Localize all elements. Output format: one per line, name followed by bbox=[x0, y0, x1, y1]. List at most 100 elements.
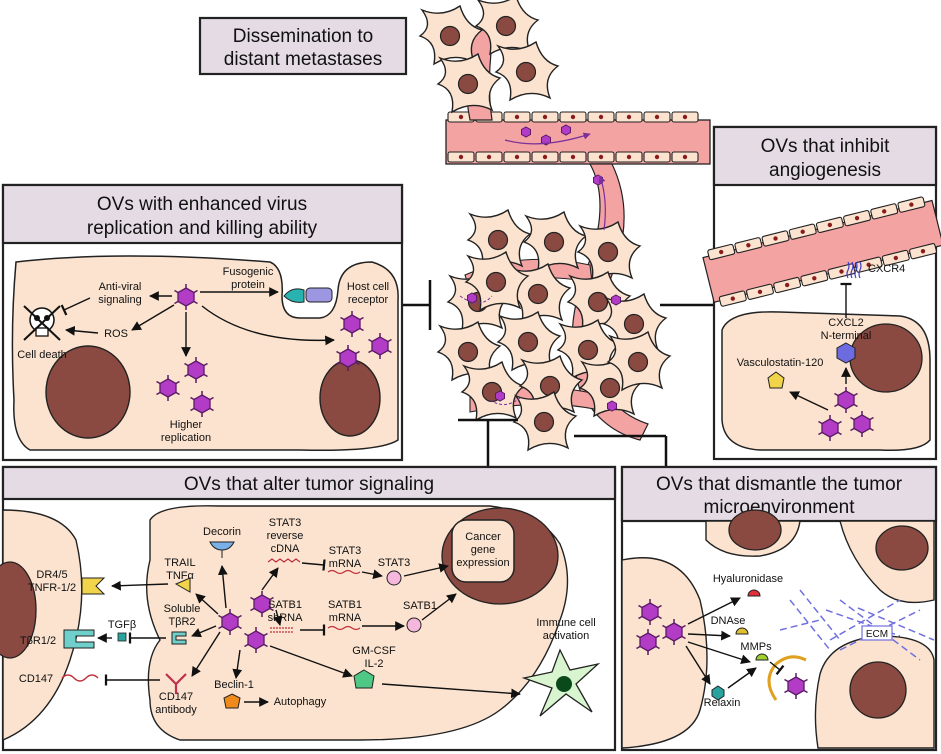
ecm-label: ECM bbox=[866, 629, 888, 640]
cxcl2-icon bbox=[836, 342, 856, 364]
nucleus bbox=[849, 661, 907, 719]
cd147-label: CD147 bbox=[19, 673, 53, 685]
stat3-cdna-label-3: cDNA bbox=[271, 543, 300, 555]
stat3-label: STAT3 bbox=[378, 557, 411, 569]
gmcsf-label-2: IL-2 bbox=[365, 658, 384, 670]
cd147-antibody-label-2: antibody bbox=[155, 704, 197, 716]
immune-label-1: Immune cell bbox=[536, 617, 595, 629]
nucleus bbox=[875, 525, 929, 571]
cancer-gene-label-1: Cancer bbox=[465, 531, 501, 543]
host-receptor-label-2: receptor bbox=[348, 294, 389, 306]
nucleus bbox=[319, 359, 381, 437]
mrna-icon bbox=[327, 625, 361, 631]
satb1-mrna-label-2: mRNA bbox=[329, 612, 362, 624]
decorin-label: Decorin bbox=[203, 526, 241, 538]
dr45-label-1: DR4/5 bbox=[36, 569, 67, 581]
replication-panel: OVs with enhanced virus replication and … bbox=[1, 183, 404, 462]
cancer-gene-label-2: gene bbox=[471, 544, 495, 556]
soluble-receptor-icon bbox=[171, 631, 187, 645]
higher-replication-label-2: replication bbox=[161, 432, 211, 444]
soluble-label-1: Soluble bbox=[164, 603, 201, 615]
vasculostatin-label: Vasculostatin-120 bbox=[737, 357, 824, 369]
cancer-gene-box bbox=[451, 519, 515, 583]
immune-nucleus bbox=[556, 676, 572, 692]
relaxin-label: Relaxin bbox=[704, 697, 741, 709]
stat3-protein-icon bbox=[386, 570, 402, 586]
replication-title-line-1: OVs with enhanced virus bbox=[97, 194, 307, 215]
death-receptor-icon bbox=[81, 577, 106, 595]
immune-label-2: activation bbox=[543, 630, 589, 642]
replication-title-line-2: replication and killing ability bbox=[87, 218, 318, 239]
dissemination-title-box: Dissemination to distant metastases bbox=[198, 16, 408, 76]
skull-icon bbox=[23, 305, 61, 341]
microenv-title-line-1: OVs that dismantle the tumor bbox=[656, 474, 903, 495]
antibody-icon bbox=[165, 673, 187, 694]
tgfb-label: TGFβ bbox=[108, 619, 136, 631]
microenvironment-panel: OVs that dismantle the tumor microenviro… bbox=[620, 465, 938, 752]
beclin-label: Beclin-1 bbox=[214, 679, 254, 691]
tbr12-label: TβR1/2 bbox=[20, 635, 56, 647]
mmps-label: MMPs bbox=[740, 641, 772, 653]
tgfb-icon bbox=[117, 632, 127, 642]
satb1-label: SATB1 bbox=[403, 600, 437, 612]
hyaluronidase-icon bbox=[747, 589, 761, 597]
trail-icon bbox=[174, 577, 191, 593]
autophagy-label: Autophagy bbox=[274, 696, 327, 708]
mmps-icon bbox=[755, 653, 769, 661]
angiogenesis-title-line-1: OVs that inhibit bbox=[761, 136, 891, 157]
shrna-icon bbox=[270, 627, 294, 633]
dr45-label-2: TNFR-1/2 bbox=[28, 582, 76, 594]
antiviral-label-1: Anti-viral bbox=[99, 281, 142, 293]
dissemination-title-line-1: Dissemination to bbox=[233, 26, 373, 47]
stat3-cdna-label-2: reverse bbox=[267, 530, 304, 542]
cytokine-icon bbox=[353, 669, 375, 689]
nucleus bbox=[728, 509, 782, 551]
relaxin-icon bbox=[711, 685, 725, 701]
satb1-protein-icon bbox=[406, 617, 422, 633]
microenv-title-line-2: microenvironment bbox=[704, 497, 856, 518]
antiviral-label-2: signaling bbox=[98, 294, 141, 306]
nucleus bbox=[45, 345, 131, 439]
cxcl2-label-2: N-terminal bbox=[821, 330, 872, 342]
cxcr4-receptor-icon bbox=[846, 261, 862, 279]
decorin-icon bbox=[209, 541, 235, 558]
soluble-label-2: TβR2 bbox=[168, 616, 195, 628]
fusogenic-label-2: protein bbox=[231, 279, 265, 291]
ecm-box bbox=[861, 625, 893, 641]
central-tumor-illustration bbox=[419, 0, 711, 451]
gmcsf-label-1: GM-CSF bbox=[352, 645, 396, 657]
satb1-mrna-label-1: SATB1 bbox=[328, 599, 362, 611]
ros-label: ROS bbox=[104, 328, 128, 340]
cancer-gene-label-3: expression bbox=[456, 557, 509, 569]
higher-replication-label-1: Higher bbox=[170, 419, 203, 431]
dissemination-title-line-2: distant metastases bbox=[224, 49, 382, 70]
satb1-shrna-label-2: shRNA bbox=[268, 612, 304, 624]
angiogenesis-title-line-2: angiogenesis bbox=[769, 160, 881, 181]
microenv-left-cell bbox=[621, 557, 708, 749]
stat3-mrna-label-2: mRNA bbox=[329, 558, 362, 570]
fusogenic-protein-icon bbox=[283, 287, 333, 303]
cdna-icon bbox=[267, 558, 301, 563]
angiogenesis-panel: OVs that inhibit angiogenesis CXCR4 CXCL… bbox=[702, 125, 941, 461]
panel-connectors bbox=[402, 280, 714, 467]
cd147-antibody-label-1: CD147 bbox=[159, 691, 193, 703]
cd147-receptor-icon bbox=[61, 674, 99, 682]
dnase-label: DNAse bbox=[711, 615, 746, 627]
fusogenic-label-1: Fusogenic bbox=[223, 266, 274, 278]
satb1-shrna-label-1: SATB1 bbox=[268, 599, 302, 611]
trail-label-1: TRAIL bbox=[164, 557, 195, 569]
stat3-cdna-label-1: STAT3 bbox=[269, 517, 302, 529]
nucleus bbox=[0, 561, 37, 659]
mrna-icon bbox=[327, 569, 361, 575]
beclin-icon bbox=[223, 693, 241, 709]
signaling-title: OVs that alter tumor signaling bbox=[184, 474, 434, 495]
cxcr4-label: CXCR4 bbox=[868, 263, 905, 275]
signaling-panel: OVs that alter tumor signaling Cancer ge… bbox=[0, 465, 617, 752]
tgfb-receptor-icon bbox=[63, 629, 95, 649]
dnase-icon bbox=[735, 627, 749, 635]
host-receptor-label-1: Host cell bbox=[347, 281, 389, 293]
hyaluronidase-label: Hyaluronidase bbox=[713, 573, 783, 585]
vasculostatin-icon bbox=[767, 371, 785, 389]
stat3-mrna-label-1: STAT3 bbox=[329, 545, 362, 557]
